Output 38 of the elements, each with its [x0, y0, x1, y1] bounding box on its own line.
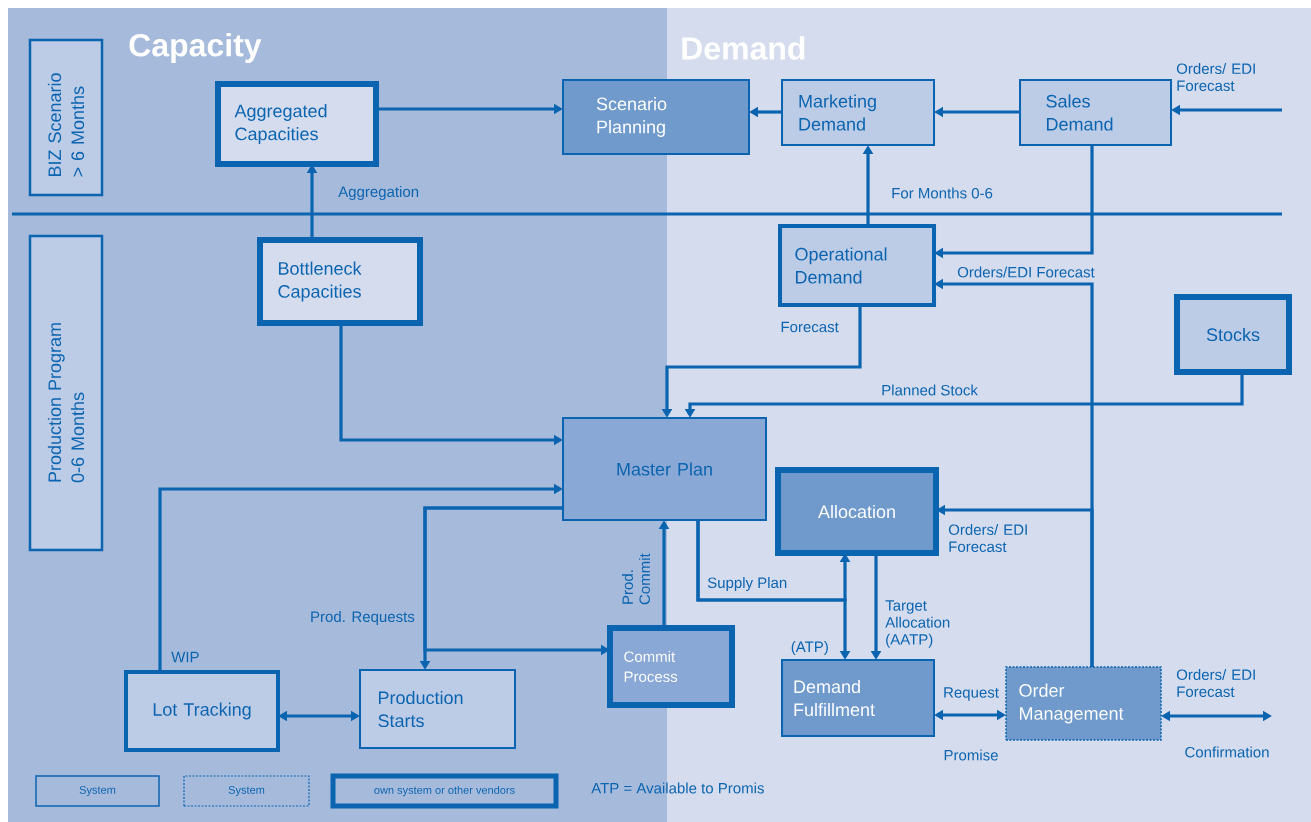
process-box: Bottleneck Capacities	[257, 237, 423, 326]
edge-label: Orders/ EDI Forecast	[1176, 63, 1255, 91]
edge-label: (ATP)	[791, 641, 828, 655]
note-text: ATP = Available to Promis	[591, 782, 764, 794]
process-box: Master Plan	[562, 417, 767, 521]
legend-item: System	[35, 775, 160, 807]
process-box: Allocation	[775, 467, 939, 556]
edge-label: Orders/ EDI Forecast	[948, 524, 1027, 552]
edge-label: Orders/EDI Forecast	[957, 266, 1095, 278]
note-text: Confirmation	[1185, 746, 1269, 758]
process-box: Operational Demand	[778, 224, 936, 307]
side-label-box: Production Program 0-6 Months	[28, 234, 104, 552]
edge-label: For Months 0-6	[892, 187, 993, 199]
process-box: Commit Process	[607, 625, 735, 708]
process-box: Lot Tracking	[124, 670, 280, 752]
process-box: Production Starts	[359, 669, 516, 749]
edge-label: Prod. Requests	[311, 611, 415, 625]
process-box: Marketing Demand	[781, 79, 935, 146]
edge-label: Forecast	[781, 321, 839, 333]
note-text: Promise	[944, 749, 998, 761]
process-box: Demand Fulfillment	[781, 659, 935, 737]
process-box: Order Management	[1005, 666, 1162, 741]
legend-item: own system or other vendors	[330, 773, 559, 809]
process-box: Scenario Planning	[562, 79, 750, 155]
process-box: Sales Demand	[1019, 79, 1172, 146]
process-box: Stocks	[1174, 294, 1292, 375]
edge-label: Supply Plan	[707, 577, 787, 591]
edge-label: Prod. Commit	[622, 553, 650, 605]
section-heading: Capacity	[129, 33, 262, 63]
edge-label: Orders/ EDI Forecast	[1176, 669, 1255, 697]
edge-label: WIP	[171, 651, 199, 663]
edge-label: Aggregation	[338, 186, 419, 200]
side-label-box: BIZ Scenario > 6 Months	[28, 38, 104, 197]
edge-label: Request	[944, 687, 999, 701]
process-box: Aggregated Capacities	[215, 81, 379, 167]
legend-item: System	[183, 775, 310, 807]
edge-label: Target Allocation (AATP)	[885, 600, 950, 648]
edge-label: Planned Stock	[882, 384, 978, 396]
